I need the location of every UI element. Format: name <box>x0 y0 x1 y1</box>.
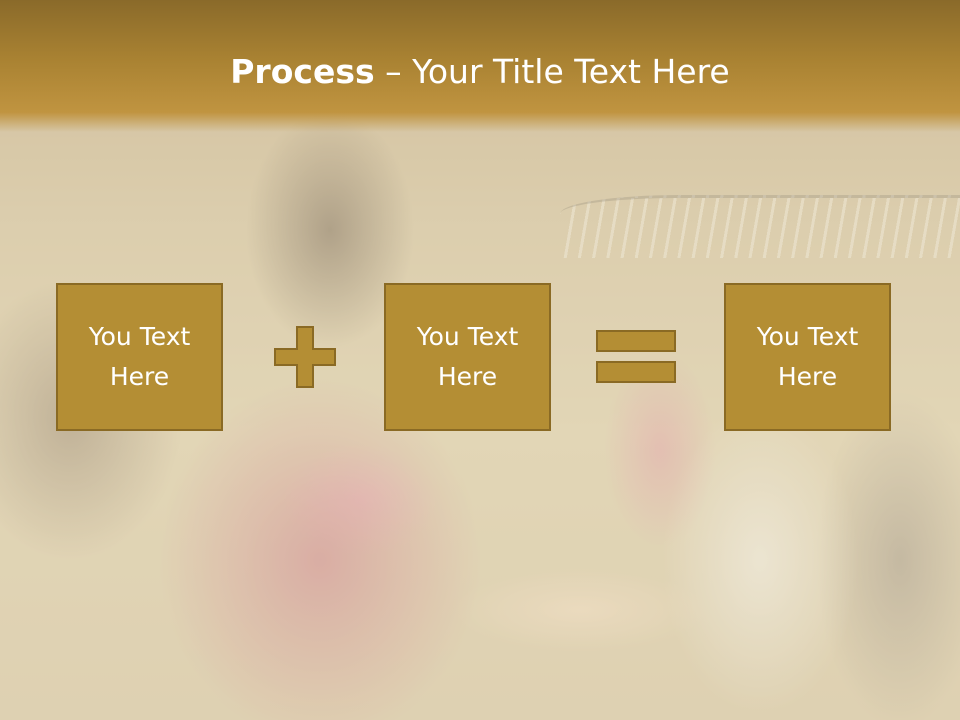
title-band <box>0 0 960 132</box>
process-box-3-text: You Text Here <box>756 322 859 391</box>
plus-icon <box>274 326 336 388</box>
process-box-1-text: You Text Here <box>88 322 191 391</box>
process-box-2[interactable]: You Text Here <box>384 283 551 431</box>
process-box-2-text: You Text Here <box>416 322 519 391</box>
slide-title: Process – Your Title Text Here <box>0 52 960 91</box>
clothes-rack-decoration <box>560 195 960 258</box>
equals-icon <box>596 330 676 383</box>
process-box-3[interactable]: You Text Here <box>724 283 891 431</box>
process-box-1[interactable]: You Text Here <box>56 283 223 431</box>
title-bold: Process <box>230 52 375 91</box>
title-rest: – Your Title Text Here <box>374 52 730 91</box>
